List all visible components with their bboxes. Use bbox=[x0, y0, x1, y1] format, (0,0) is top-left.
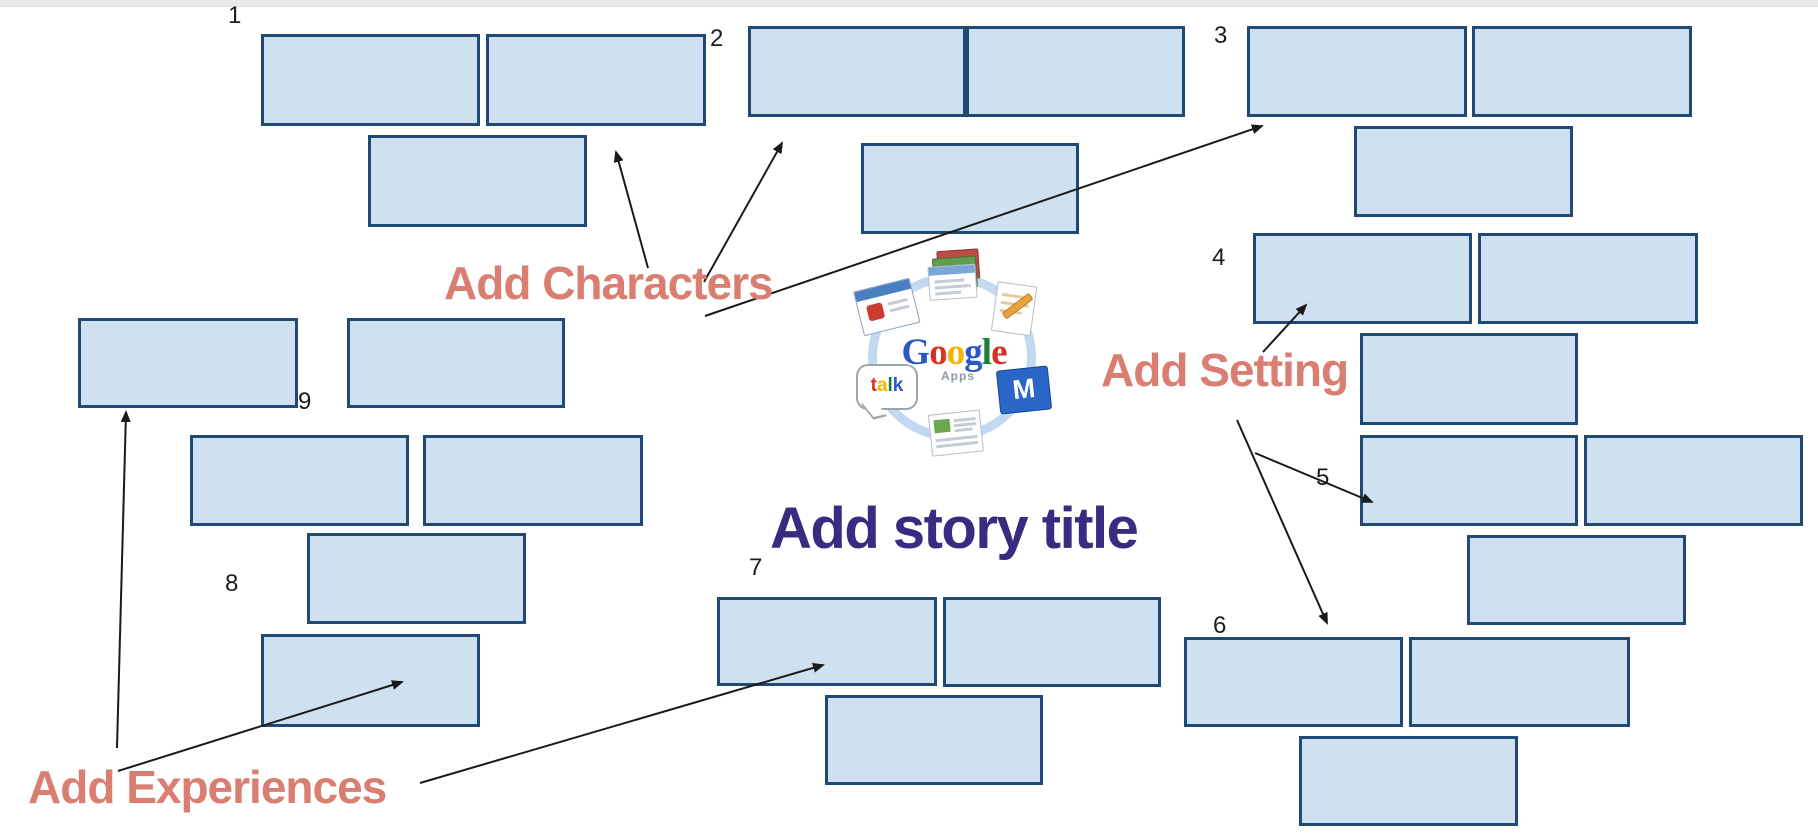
g7-bottom-placeholder[interactable] bbox=[825, 695, 1043, 785]
group-number-4: 4 bbox=[1212, 244, 1226, 271]
group-number-8: 8 bbox=[225, 570, 239, 597]
notes-pencil-icon bbox=[990, 281, 1042, 339]
g4-bottom-placeholder[interactable] bbox=[1360, 333, 1578, 425]
logo-letter-o: o bbox=[946, 332, 965, 373]
logo-letter-t: t bbox=[870, 375, 877, 396]
g2-right-placeholder[interactable] bbox=[966, 26, 1185, 117]
add-characters-label: Add Characters bbox=[444, 257, 774, 309]
g7-left-placeholder[interactable] bbox=[717, 597, 937, 686]
g5-left-placeholder[interactable] bbox=[1360, 435, 1578, 526]
g6-bottom-placeholder[interactable] bbox=[1299, 736, 1518, 826]
group-number-5: 5 bbox=[1316, 464, 1330, 491]
g4-right-placeholder[interactable] bbox=[1478, 233, 1698, 324]
logo-letter-G: G bbox=[901, 332, 931, 373]
arrow-characters-to-g1 bbox=[613, 150, 649, 269]
g2-left-placeholder[interactable] bbox=[748, 26, 966, 117]
docs-stack-icon bbox=[926, 248, 985, 302]
add-setting-label: Add Setting bbox=[1101, 344, 1349, 396]
group-number-9: 9 bbox=[298, 388, 312, 415]
g1-bottom-placeholder[interactable] bbox=[368, 135, 587, 227]
story-title-placeholder[interactable]: Add story title bbox=[770, 496, 1139, 561]
g3-right-placeholder[interactable] bbox=[1472, 26, 1692, 117]
logo-letter-a: a bbox=[876, 375, 888, 396]
g9-bottom-placeholder[interactable] bbox=[307, 533, 526, 624]
left-row-box-2-placeholder[interactable] bbox=[347, 318, 565, 408]
news-page-icon bbox=[927, 409, 986, 458]
google-apps-sublabel: Apps bbox=[941, 369, 975, 383]
g3-left-placeholder[interactable] bbox=[1247, 26, 1467, 117]
logo-letter-k: k bbox=[892, 375, 904, 396]
g3-bottom-placeholder[interactable] bbox=[1354, 126, 1573, 217]
g5-right-placeholder[interactable] bbox=[1584, 435, 1803, 526]
g1-right-placeholder[interactable] bbox=[486, 34, 706, 126]
g6-right-placeholder[interactable] bbox=[1409, 637, 1630, 727]
logo-letter-e: e bbox=[991, 332, 1007, 373]
g4-left-placeholder[interactable] bbox=[1253, 233, 1472, 324]
add-experiences-label: Add Experiences bbox=[28, 761, 387, 813]
g9-left-placeholder[interactable] bbox=[190, 435, 409, 526]
logo-letter-l: l bbox=[887, 375, 893, 396]
logo-letter-o: o bbox=[929, 332, 947, 373]
group-number-3: 3 bbox=[1214, 22, 1228, 49]
google-wordmark: Google bbox=[886, 334, 1022, 371]
logo-letter-g: g bbox=[964, 332, 982, 373]
window-top-strip bbox=[0, 0, 1818, 7]
g8-box-placeholder[interactable] bbox=[261, 634, 480, 727]
g6-left-placeholder[interactable] bbox=[1184, 637, 1403, 727]
group-number-7: 7 bbox=[749, 554, 763, 581]
g7-right-placeholder[interactable] bbox=[943, 597, 1161, 687]
g9-right-placeholder[interactable] bbox=[423, 435, 643, 526]
g5-bottom-placeholder[interactable] bbox=[1467, 535, 1686, 625]
arrow-experiences-to-left bbox=[116, 410, 131, 749]
g2-bottom-placeholder[interactable] bbox=[861, 143, 1079, 234]
logo-letter-l: l bbox=[981, 332, 992, 373]
arrow-setting-to-g6 bbox=[1236, 419, 1328, 625]
left-row-box-1-placeholder[interactable] bbox=[78, 318, 298, 408]
group-number-2: 2 bbox=[710, 25, 724, 52]
group-number-6: 6 bbox=[1213, 612, 1227, 639]
g1-left-placeholder[interactable] bbox=[261, 34, 480, 126]
group-number-1: 1 bbox=[228, 2, 242, 29]
arrow-setting-to-g5 bbox=[1254, 452, 1374, 503]
